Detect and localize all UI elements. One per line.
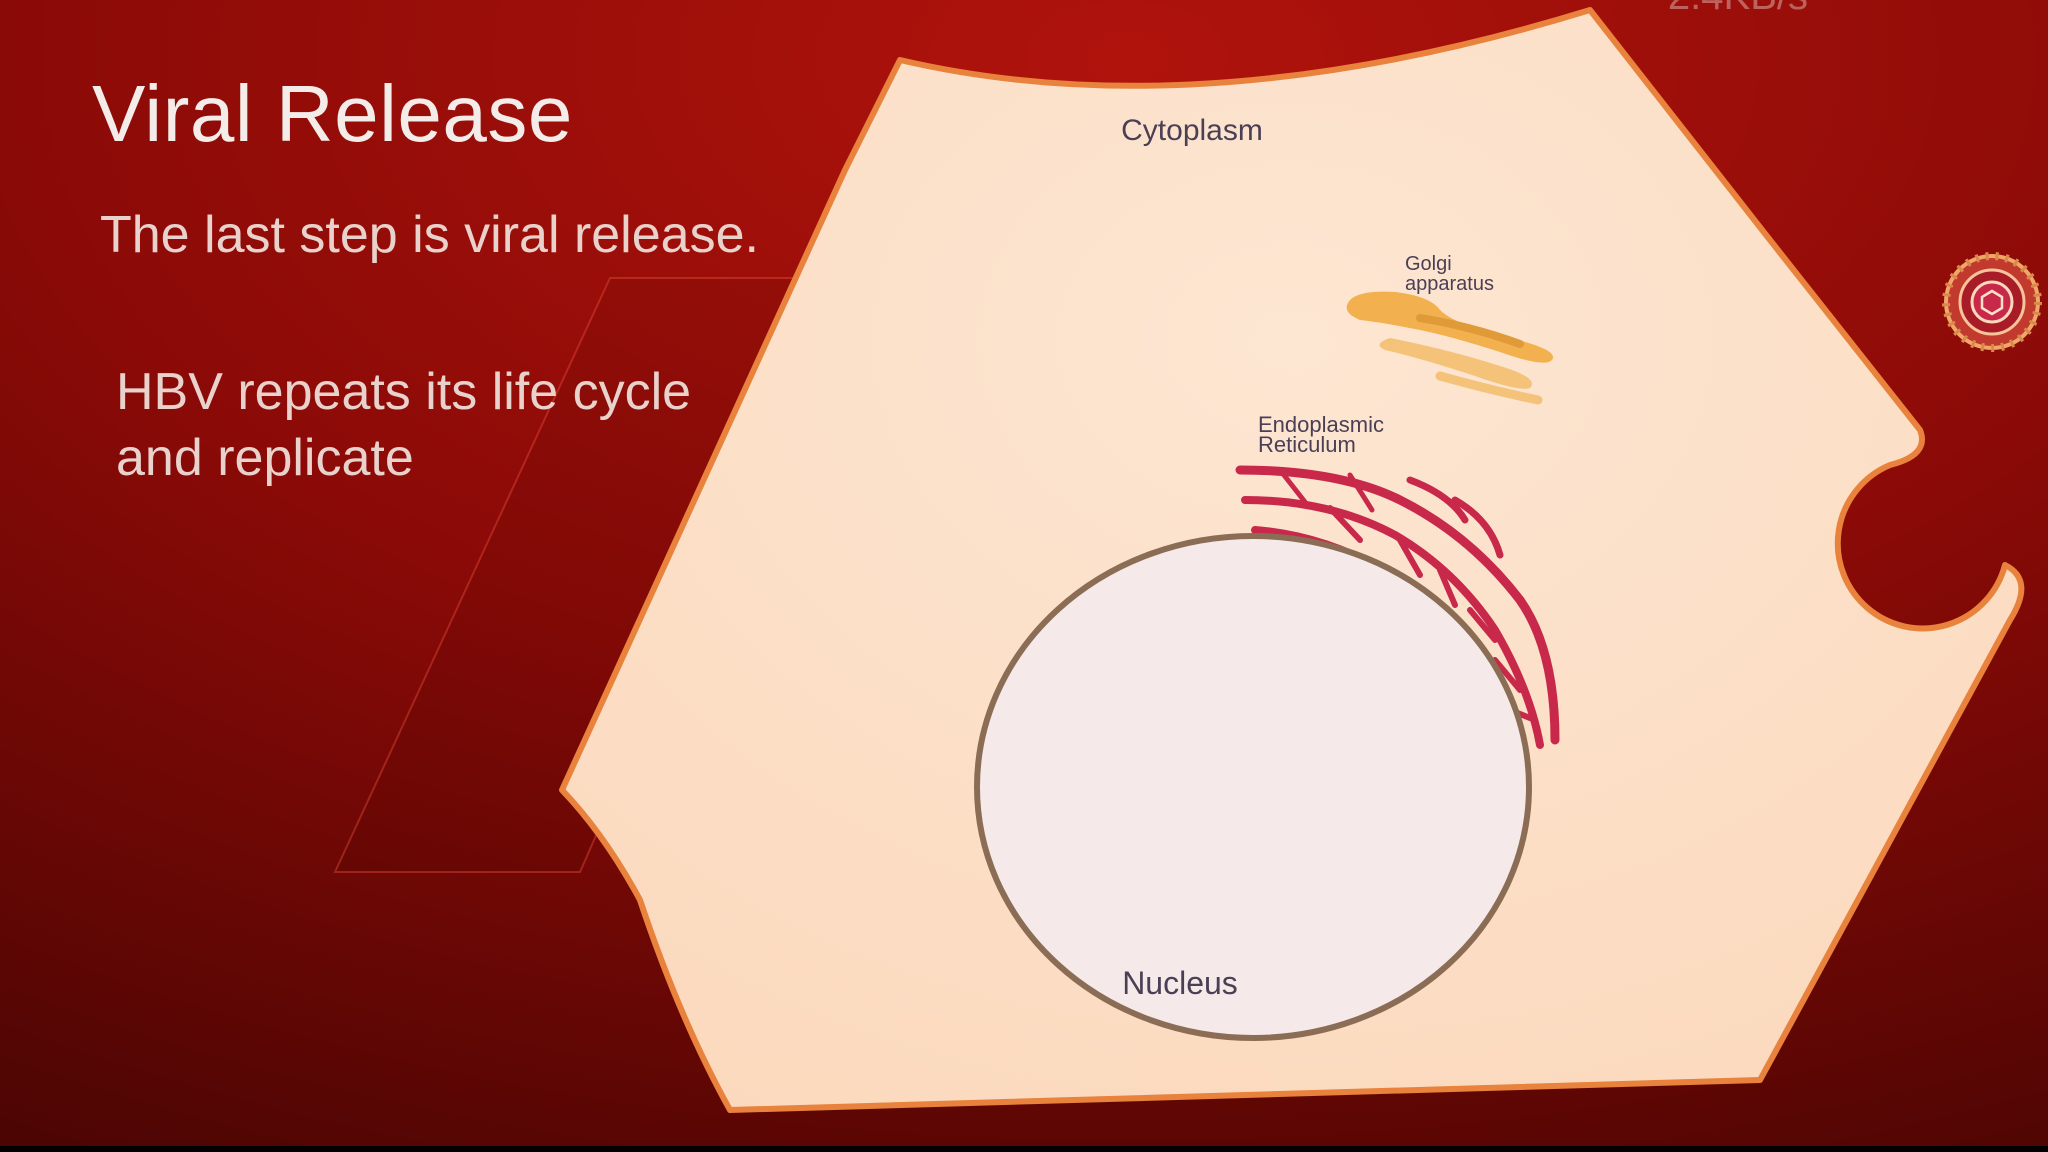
slide-text-line-2: HBV repeats its life cycle — [116, 363, 692, 421]
nucleus-label: Nucleus — [1122, 965, 1238, 1001]
slide-text-line-1: The last step is viral release. — [100, 206, 759, 264]
bottom-bar — [0, 1146, 2048, 1152]
golgi-apparatus — [1346, 291, 1554, 405]
network-speed: 2.4KB/s — [1668, 0, 1808, 19]
golgi-label-line-1: Golgi — [1405, 253, 1452, 275]
decorative-shape — [333, 277, 842, 873]
golgi-label-line-2: apparatus — [1405, 273, 1494, 295]
cytoplasm-label: Cytoplasm — [1121, 114, 1263, 147]
slide-text-line-3: and replicate — [116, 429, 414, 487]
er-label-line-2: Reticulum — [1258, 432, 1356, 457]
slide-title: Viral Release — [92, 69, 573, 158]
hbv-virus-icon — [1942, 252, 2042, 352]
nucleus — [974, 533, 1532, 1041]
er-label-line-1: Endoplasmic — [1258, 412, 1384, 437]
